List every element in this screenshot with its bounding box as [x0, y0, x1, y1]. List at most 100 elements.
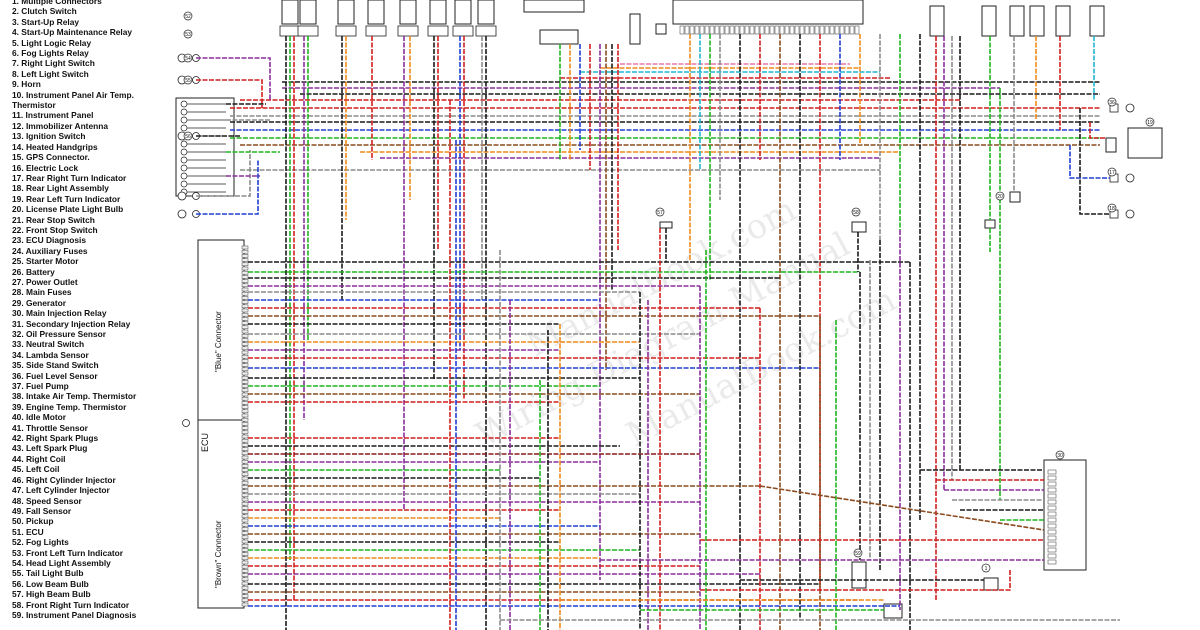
ecu-pin [241, 577, 249, 582]
ecu-pin [241, 384, 249, 388]
ecu-pin [241, 296, 249, 300]
panel-pin [754, 25, 760, 35]
callout-number: 55 [185, 78, 191, 84]
ecu-pin [241, 543, 249, 548]
ecu-pin [241, 527, 249, 531]
legend-item: 12. Immobilizer Antenna [12, 120, 109, 131]
callout-number: 18 [1109, 206, 1115, 212]
legend-item: 39. Engine Temp. Thermistor [12, 401, 127, 412]
panel-pin [759, 25, 765, 35]
ecu-pin [241, 312, 249, 317]
legend-item: 9. Horn [12, 79, 41, 90]
ecu-pin [241, 401, 249, 405]
component-box [1029, 5, 1045, 37]
legend-item: 35. Side Stand Switch [12, 360, 99, 371]
component-box [477, 0, 495, 25]
callout-circle [183, 11, 193, 21]
legend-item: 7. Right Light Switch [12, 58, 95, 69]
panel-pin [1047, 535, 1057, 541]
ecu-pin [241, 380, 249, 384]
switch-terminal [180, 116, 188, 124]
panel-pin [694, 25, 700, 35]
component-box [929, 5, 945, 37]
ecu-pin [241, 287, 249, 292]
ecu-pin [241, 363, 249, 367]
ecu-pin [241, 342, 249, 346]
legend-item: 54. Head Light Assembly [12, 557, 111, 568]
callout-circle [183, 75, 193, 85]
panel-pin [764, 25, 770, 35]
ecu-pin [241, 552, 249, 556]
panel-pin [1047, 511, 1057, 517]
panel-pin [689, 25, 695, 35]
ecu-pin [241, 590, 249, 594]
ecu-pin [241, 447, 249, 451]
component-box [629, 13, 641, 45]
panel-pin [724, 25, 730, 35]
legend-item: 13. Ignition Switch [12, 131, 86, 142]
sensor-box [1009, 191, 1021, 203]
ecu-callout-circle [182, 419, 190, 427]
panel-pin [1047, 475, 1057, 481]
component-box [1009, 5, 1025, 37]
component-box [337, 0, 355, 25]
legend-item: 43. Left Spark Plug [12, 443, 88, 454]
blue-connector-label: "Blue" Connector [214, 311, 223, 372]
panel-pin [704, 25, 710, 35]
ecu-pin [241, 417, 249, 422]
ecu-pin [241, 245, 249, 250]
legend-item: 28. Main Fuses [12, 287, 72, 298]
legend-item: 50. Pickup [12, 516, 54, 527]
legend-item: 14. Heated Handgrips [12, 141, 98, 152]
panel-pin [809, 25, 815, 35]
panel-pin [819, 25, 825, 35]
panel-pin [849, 25, 855, 35]
panel-pin [844, 25, 850, 35]
legend-item: 27. Power Outlet [12, 276, 78, 287]
ecu-pin [241, 548, 249, 552]
ecu-pin [241, 304, 249, 309]
ecu-pin [241, 300, 249, 304]
connector-plug [279, 25, 301, 37]
rear-light-assembly [1127, 127, 1163, 159]
panel-pin [829, 25, 835, 35]
ecu-pin [241, 459, 249, 464]
ecu-pin [241, 585, 249, 590]
connector-plug [452, 25, 474, 37]
ecu-connector-block [197, 239, 245, 609]
legend-item: 42. Right Spark Plugs [12, 433, 99, 444]
switch-terminal [180, 164, 188, 172]
panel-pin [824, 25, 830, 35]
legend-item: 26. Battery [12, 266, 55, 277]
legend-item: 21. Rear Stop Switch [12, 214, 95, 225]
switch-terminal [180, 156, 188, 164]
sensor-box [984, 219, 996, 229]
callout-circle [1107, 167, 1117, 177]
legend-item: 23. ECU Diagnosis [12, 235, 87, 246]
ecu-pin [241, 598, 249, 603]
callout-circle [183, 53, 193, 63]
callout-circle [981, 563, 991, 573]
legend-item: 18. Rear Light Assembly [12, 183, 109, 194]
switch-terminal [180, 180, 188, 188]
ecu-pin [241, 359, 249, 363]
ecu-pin [241, 430, 249, 435]
panel-pin [769, 25, 775, 35]
ecu-pin [241, 354, 249, 359]
legend-item: 48. Speed Sensor [12, 495, 82, 506]
connector-plug [297, 25, 319, 37]
component-box [454, 0, 472, 25]
callout-circle [655, 207, 665, 217]
ecu-label: ECU [200, 432, 210, 452]
ecu-pin [241, 522, 249, 527]
ecu-pin [241, 581, 249, 586]
ecu-pin [241, 346, 249, 351]
component-box [1089, 5, 1105, 37]
legend-item: 11. Instrument Panel [12, 110, 94, 121]
panel-pin [854, 25, 860, 35]
connector-plug [365, 25, 387, 37]
switch-terminal [180, 140, 188, 148]
legend-item: 17. Rear Right Turn Indicator [12, 172, 127, 183]
panel-pin [714, 25, 720, 35]
